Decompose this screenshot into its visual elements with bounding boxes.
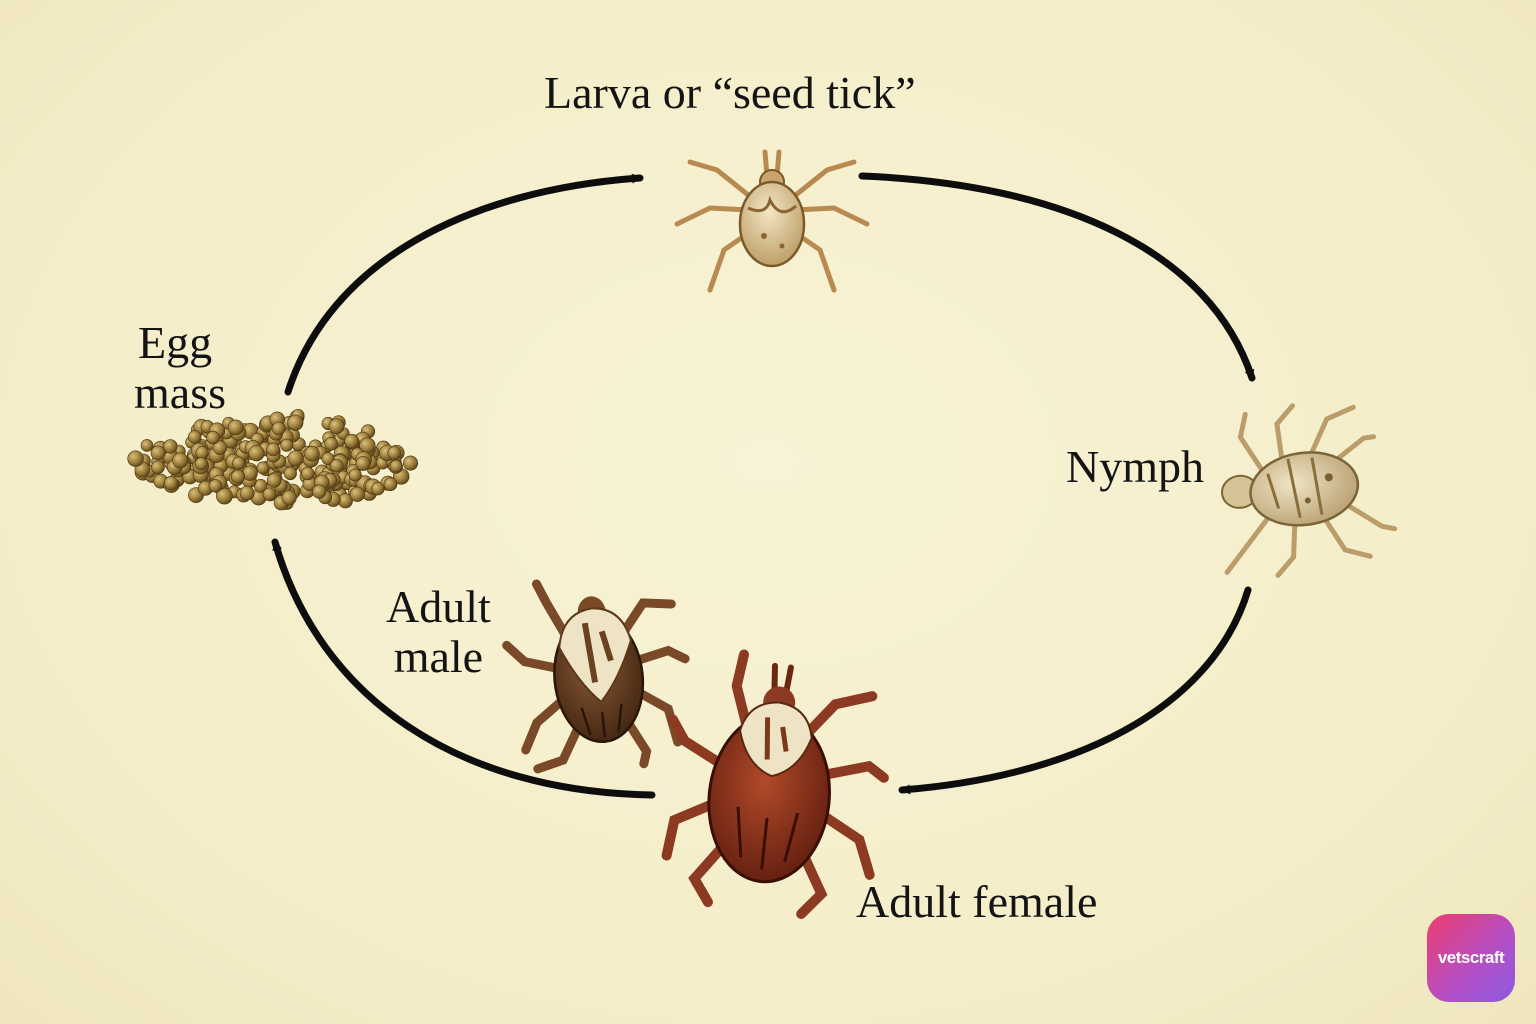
egg xyxy=(344,433,359,449)
egg xyxy=(208,479,223,493)
arrow-female-to-egg xyxy=(271,538,656,799)
egg xyxy=(256,461,270,475)
arrow-egg-to-larva xyxy=(284,173,644,396)
adult-female-illustration xyxy=(661,649,889,919)
egg xyxy=(172,452,189,469)
egg xyxy=(140,439,154,452)
egg xyxy=(312,484,327,499)
egg-mass-label: Egg mass xyxy=(134,318,226,418)
adult-female-label: Adult female xyxy=(856,876,1098,927)
egg xyxy=(266,473,282,488)
arrow-larva-to-nymph xyxy=(858,172,1256,382)
egg xyxy=(281,490,297,506)
egg xyxy=(329,458,344,473)
egg xyxy=(371,482,385,496)
egg xyxy=(163,439,178,454)
egg xyxy=(239,485,255,501)
egg xyxy=(194,457,208,471)
arrow-nymph-to-female xyxy=(898,586,1252,795)
egg xyxy=(301,466,315,481)
egg xyxy=(266,442,281,457)
egg xyxy=(151,460,165,475)
egg xyxy=(389,459,403,473)
adult-male-label-line1: Adult xyxy=(386,581,491,632)
egg xyxy=(231,469,246,484)
egg xyxy=(328,418,345,435)
egg xyxy=(324,436,339,451)
egg xyxy=(248,445,265,462)
nymph-illustration xyxy=(1221,403,1398,578)
egg xyxy=(164,476,179,491)
egg xyxy=(280,438,294,452)
egg-mass-label-line1: Egg xyxy=(138,317,213,368)
egg-mass-label-line2: mass xyxy=(134,367,226,418)
adult-male-illustration xyxy=(502,579,690,774)
egg xyxy=(348,468,362,482)
egg xyxy=(242,465,258,481)
adult-male-label-line2: male xyxy=(393,631,484,682)
egg xyxy=(304,446,320,462)
egg xyxy=(402,455,418,471)
cycle-arrows xyxy=(271,172,1256,799)
egg xyxy=(206,430,220,445)
larva-illustration xyxy=(674,149,870,293)
egg xyxy=(127,450,144,467)
egg xyxy=(195,446,209,460)
egg xyxy=(349,486,365,502)
egg xyxy=(150,445,166,461)
egg xyxy=(383,477,398,492)
vetscraft-logo-badge: vetscraft xyxy=(1427,914,1515,1002)
egg-mass-illustration xyxy=(127,408,418,511)
egg xyxy=(188,430,202,444)
adult-male-label: Adult male xyxy=(386,582,491,682)
egg xyxy=(287,414,304,431)
egg xyxy=(387,446,402,460)
nymph-label: Nymph xyxy=(1066,441,1204,492)
egg xyxy=(271,421,286,436)
egg xyxy=(283,466,297,481)
egg xyxy=(287,450,304,467)
vetscraft-logo-text: vetscraft xyxy=(1437,948,1505,967)
larva-label: Larva or “seed tick” xyxy=(544,67,916,118)
egg xyxy=(228,419,244,436)
egg xyxy=(232,456,246,470)
egg xyxy=(212,440,228,455)
egg xyxy=(262,487,277,501)
egg xyxy=(355,456,371,471)
